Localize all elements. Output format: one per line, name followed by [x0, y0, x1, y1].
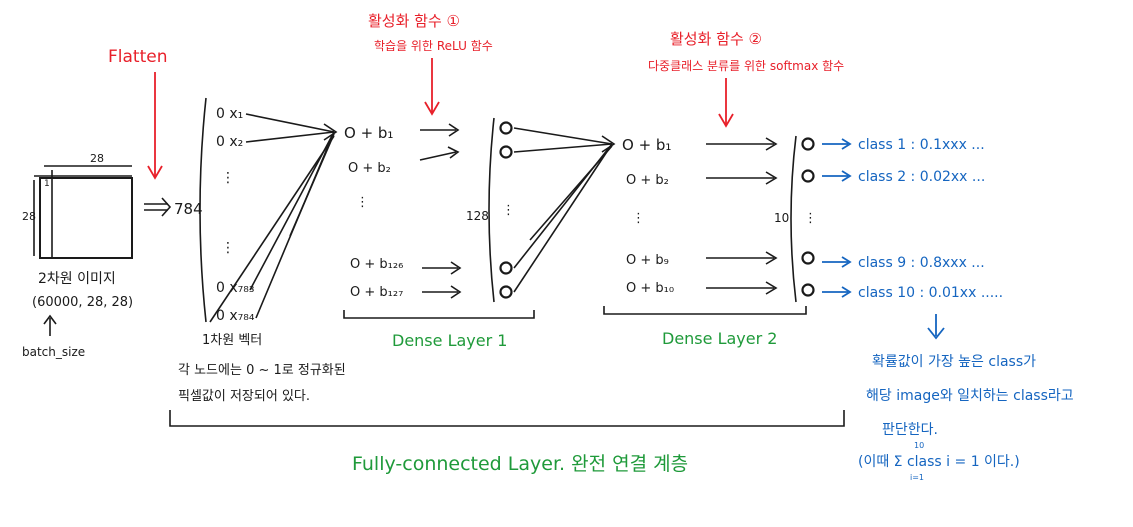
dense2-term-2: O + b₂	[626, 173, 669, 188]
input-ellipsis: ⋮	[221, 240, 235, 256]
image-shape: (60000, 28, 28)	[32, 295, 133, 310]
image-frame	[39, 177, 133, 259]
output-node	[801, 137, 815, 151]
activation-2-arrow-head	[718, 113, 734, 128]
output-class-9: class 9 : 0.8xxx ...	[858, 255, 985, 271]
input-vector-caption: 1차원 벡터	[202, 333, 262, 348]
dense1-bracket	[488, 117, 495, 303]
conclusion-line-2: 해당 image와 일치하는 class라고	[866, 388, 1074, 404]
flatten-arrow-head	[147, 165, 163, 180]
dense1-term-127: O + b₁₂₇	[350, 285, 403, 300]
image-height-label: 28	[22, 210, 36, 223]
input-vector-bracket	[199, 97, 207, 323]
dense1-node	[499, 261, 513, 275]
fully-connected-brace: Fully-connected Layer. 완전 연결 계층	[169, 410, 845, 475]
input-node-x784: 0 x₇₈₄	[216, 308, 255, 324]
double-arrow-head	[161, 197, 172, 217]
input-node-x783: 0 x₇₈₃	[216, 280, 254, 296]
dense1-term-2: O + b₂	[348, 161, 391, 176]
class-outputs: class 1 : 0.1xxx ... class 2 : 0.02xx ..…	[822, 137, 1003, 301]
input-vector: 0 x₁ 0 x₂ ⋮ ⋮ 0 x₇₈₃ 0 x₇₈₄ 1차원 벡터 각 노드에…	[178, 97, 346, 404]
output-node	[801, 251, 815, 265]
dense1-size: 128	[466, 209, 489, 223]
activation-1-arrow-head	[424, 101, 440, 116]
activation-1-annotation: 활성화 함수 ① 학습을 위한 ReLU 함수	[368, 12, 493, 116]
dense2-term-9: O + b₉	[626, 253, 669, 268]
dense2-bracket	[790, 135, 797, 303]
dense-connections	[513, 127, 616, 293]
flatten-size: 784	[174, 200, 203, 218]
output-class-2: class 2 : 0.02xx ...	[858, 169, 985, 185]
output-node	[801, 283, 815, 297]
input-image: 28 28 1 2차원 이미지 (60000, 28, 28) batch_si…	[22, 152, 133, 359]
conclusion-line-3: 판단한다.	[882, 422, 938, 438]
sigma-upper-limit: 10	[914, 441, 924, 450]
dense-layer-1: O + b₁ O + b₂ ⋮ O + b₁₂₆ O + b₁₂₇ ⋮ 128 …	[343, 117, 535, 350]
dense2-underline	[603, 306, 807, 315]
input-node-x2: 0 x₂	[216, 134, 243, 150]
activation-1-title: 활성화 함수 ①	[368, 12, 460, 30]
fc-underline	[169, 410, 845, 427]
dense2-label: Dense Layer 2	[662, 329, 777, 348]
input-node-x1: 0 x₁	[216, 106, 243, 122]
activation-2-subtitle: 다중클래스 분류를 위한 softmax 함수	[648, 59, 844, 73]
input-normalized-caption: 각 노드에는 0 ~ 1로 정규화된	[178, 363, 346, 378]
dense1-term-126: O + b₁₂₆	[350, 257, 403, 272]
dense-layer-2: O + b₁ O + b₂ ⋮ O + b₉ O + b₁₀ ⋮ 10 Dens…	[603, 135, 817, 348]
output-class-10: class 10 : 0.01xx .....	[858, 285, 1003, 301]
flatten-label: Flatten	[108, 47, 167, 67]
batch-arrow-head	[43, 314, 57, 325]
conclusion-line-4: (이때 Σ class i = 1 이다.)	[858, 454, 1020, 470]
dense2-ellipsis: ⋮	[632, 211, 645, 226]
dense1-node	[499, 145, 513, 159]
image-corner-label: 1	[44, 179, 50, 189]
dense1-ellipsis: ⋮	[502, 203, 515, 218]
dense1-ellipsis: ⋮	[356, 195, 369, 210]
conclusion-line-1: 확률값이 가장 높은 class가	[872, 354, 1036, 370]
dense1-underline	[343, 310, 535, 319]
dense2-ellipsis: ⋮	[804, 211, 817, 226]
dense2-size: 10	[774, 211, 789, 225]
conclusion-note: 확률값이 가장 높은 class가 해당 image와 일치하는 class라고…	[858, 314, 1074, 482]
input-ellipsis: ⋮	[221, 170, 235, 186]
output-class-1: class 1 : 0.1xxx ...	[858, 137, 985, 153]
dense1-node	[499, 121, 513, 135]
sigma-lower-limit: i=1	[910, 473, 924, 482]
dense1-label: Dense Layer 1	[392, 331, 507, 350]
activation-2-annotation: 활성화 함수 ② 다중클래스 분류를 위한 softmax 함수	[648, 30, 844, 128]
activation-1-subtitle: 학습을 위한 ReLU 함수	[374, 39, 493, 53]
output-node	[801, 169, 815, 183]
activation-2-title: 활성화 함수 ②	[670, 30, 762, 48]
dense2-term-10: O + b₁₀	[626, 281, 674, 296]
image-width-label: 28	[90, 152, 104, 165]
batch-size-label: batch_size	[22, 345, 85, 359]
dense2-term-1: O + b₁	[622, 136, 671, 154]
fc-layer-label: Fully-connected Layer. 완전 연결 계층	[352, 453, 688, 475]
dense1-node	[499, 285, 513, 299]
input-connections	[209, 113, 338, 323]
flatten-annotation: Flatten 784	[108, 47, 203, 218]
image-caption: 2차원 이미지	[38, 271, 116, 287]
conclusion-arrow-head	[927, 327, 945, 340]
input-pixel-caption: 픽셀값이 저장되어 있다.	[178, 389, 310, 404]
dense1-term-1: O + b₁	[344, 124, 393, 142]
